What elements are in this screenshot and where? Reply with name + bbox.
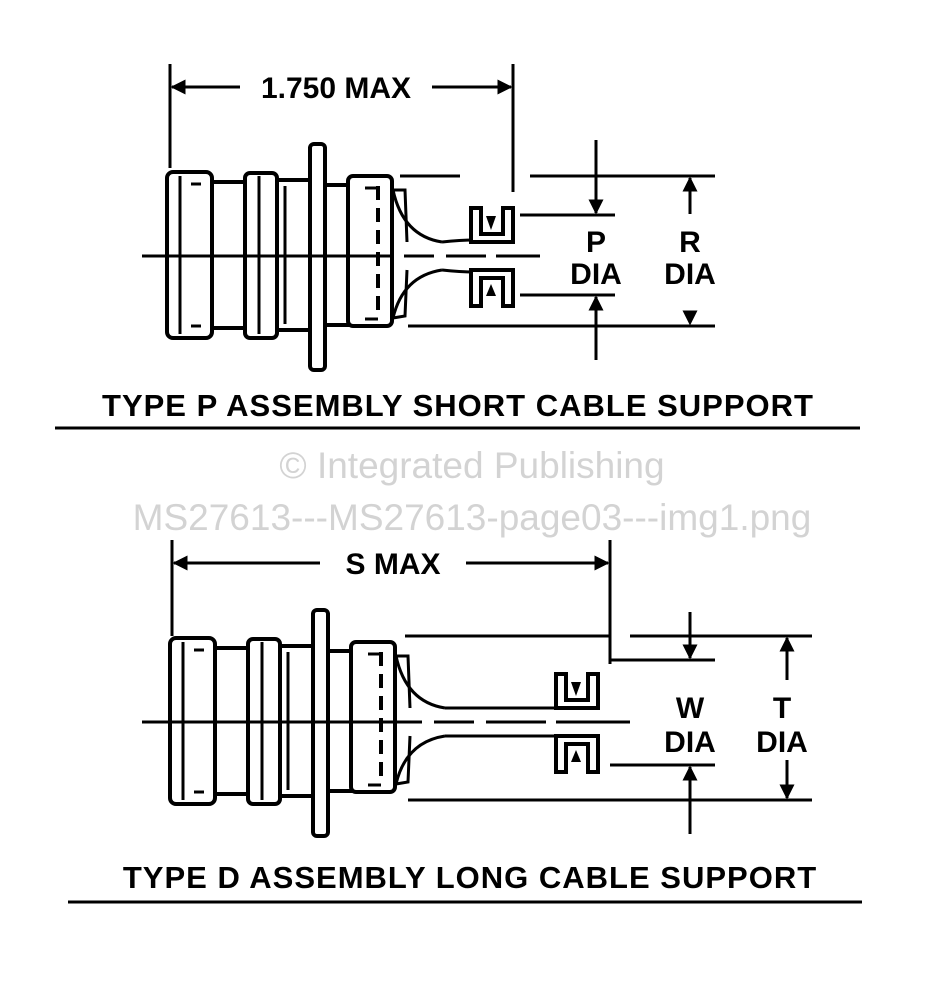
s-max-label: S MAX [345, 548, 440, 581]
w-dia-label: DIA [664, 726, 716, 759]
p-dia-letter: P [586, 226, 606, 259]
length-dimension-label: 1.750 MAX [261, 72, 411, 105]
type-d-assembly: S MAX W DIA T DIA TYPE D ASSEMBLY LONG C… [68, 540, 862, 904]
type-p-caption: TYPE P ASSEMBLY SHORT CABLE SUPPORT [102, 388, 814, 423]
p-dia-label: DIA [570, 258, 622, 291]
type-d-caption: TYPE D ASSEMBLY LONG CABLE SUPPORT [123, 860, 817, 895]
r-dia-label: DIA [664, 258, 716, 291]
watermark-line-2: MS27613---MS27613-page03---img1.png [133, 497, 812, 538]
t-dia-label: DIA [756, 726, 808, 759]
type-p-assembly: 1.750 MAX P DIA R DIA TYPE P ASSEMBLY SH… [55, 64, 860, 430]
w-dia-letter: W [676, 692, 705, 725]
watermark-line-1: © Integrated Publishing [279, 445, 664, 486]
t-dia-letter: T [773, 692, 791, 725]
r-dia-letter: R [679, 226, 701, 259]
